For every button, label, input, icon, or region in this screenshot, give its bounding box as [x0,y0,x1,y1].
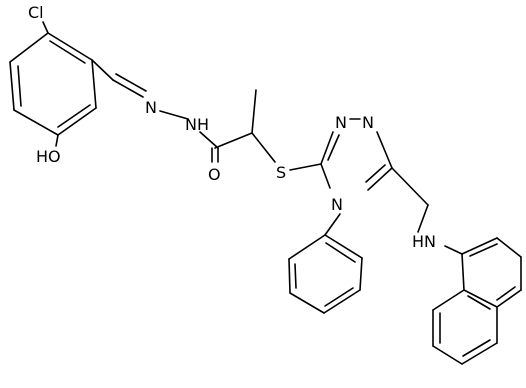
bond [251,132,276,163]
bond [199,131,219,149]
bond [496,289,522,308]
bond [467,295,491,310]
bond [159,110,189,120]
bond [461,237,498,255]
bond [376,131,393,169]
bond [57,104,91,128]
bond [57,107,97,136]
imine-nitrogen-label: N [145,98,157,117]
bond [17,65,22,107]
hydrazide-nh-label: NH [185,115,209,134]
bond [327,134,340,161]
sulfur-atom-label: S [276,163,286,182]
bond [417,204,429,233]
bond [13,109,59,136]
bond [91,59,114,81]
bond-lines [9,21,522,365]
bond [115,73,147,92]
triazole-nitrogen-4-label: N [331,195,343,214]
bond [496,237,522,258]
bond [432,345,463,365]
bond [47,32,93,61]
chlorine-atom-label: Cl [28,3,44,22]
triazole-nitrogen-2-label: N [362,113,374,132]
bond [289,163,322,171]
bond [367,167,393,191]
bond [9,61,15,111]
bond [391,167,429,206]
bond [324,213,341,236]
bond [288,258,291,294]
hydroxyl-label: HO [36,147,61,166]
bond [42,21,49,34]
carbonyl-oxygen-label: O [208,165,221,184]
bond [462,339,491,357]
bond [294,263,297,289]
bond [251,89,257,134]
bond [461,342,498,365]
bond [288,234,326,260]
bond [289,292,325,314]
bond [323,289,361,314]
bond [432,289,465,311]
amine-nh-label: HN [412,232,436,251]
atom-labels: Cl HO N NH O S N N N HN [28,3,436,251]
bond [365,164,386,183]
bond [463,289,498,308]
bond [91,59,97,109]
triazole-nitrogen-1-label: N [335,113,347,132]
bond [214,132,253,149]
bond [359,257,363,291]
bond [320,163,331,189]
bond [461,253,465,291]
bond [55,134,59,147]
bond [320,131,334,165]
bond [49,40,86,64]
bond [324,234,363,259]
bond [496,286,516,301]
bond [9,32,49,63]
bond [112,79,144,98]
bond [469,243,498,257]
bond [325,242,356,263]
bond [324,287,354,307]
bond [444,245,463,255]
